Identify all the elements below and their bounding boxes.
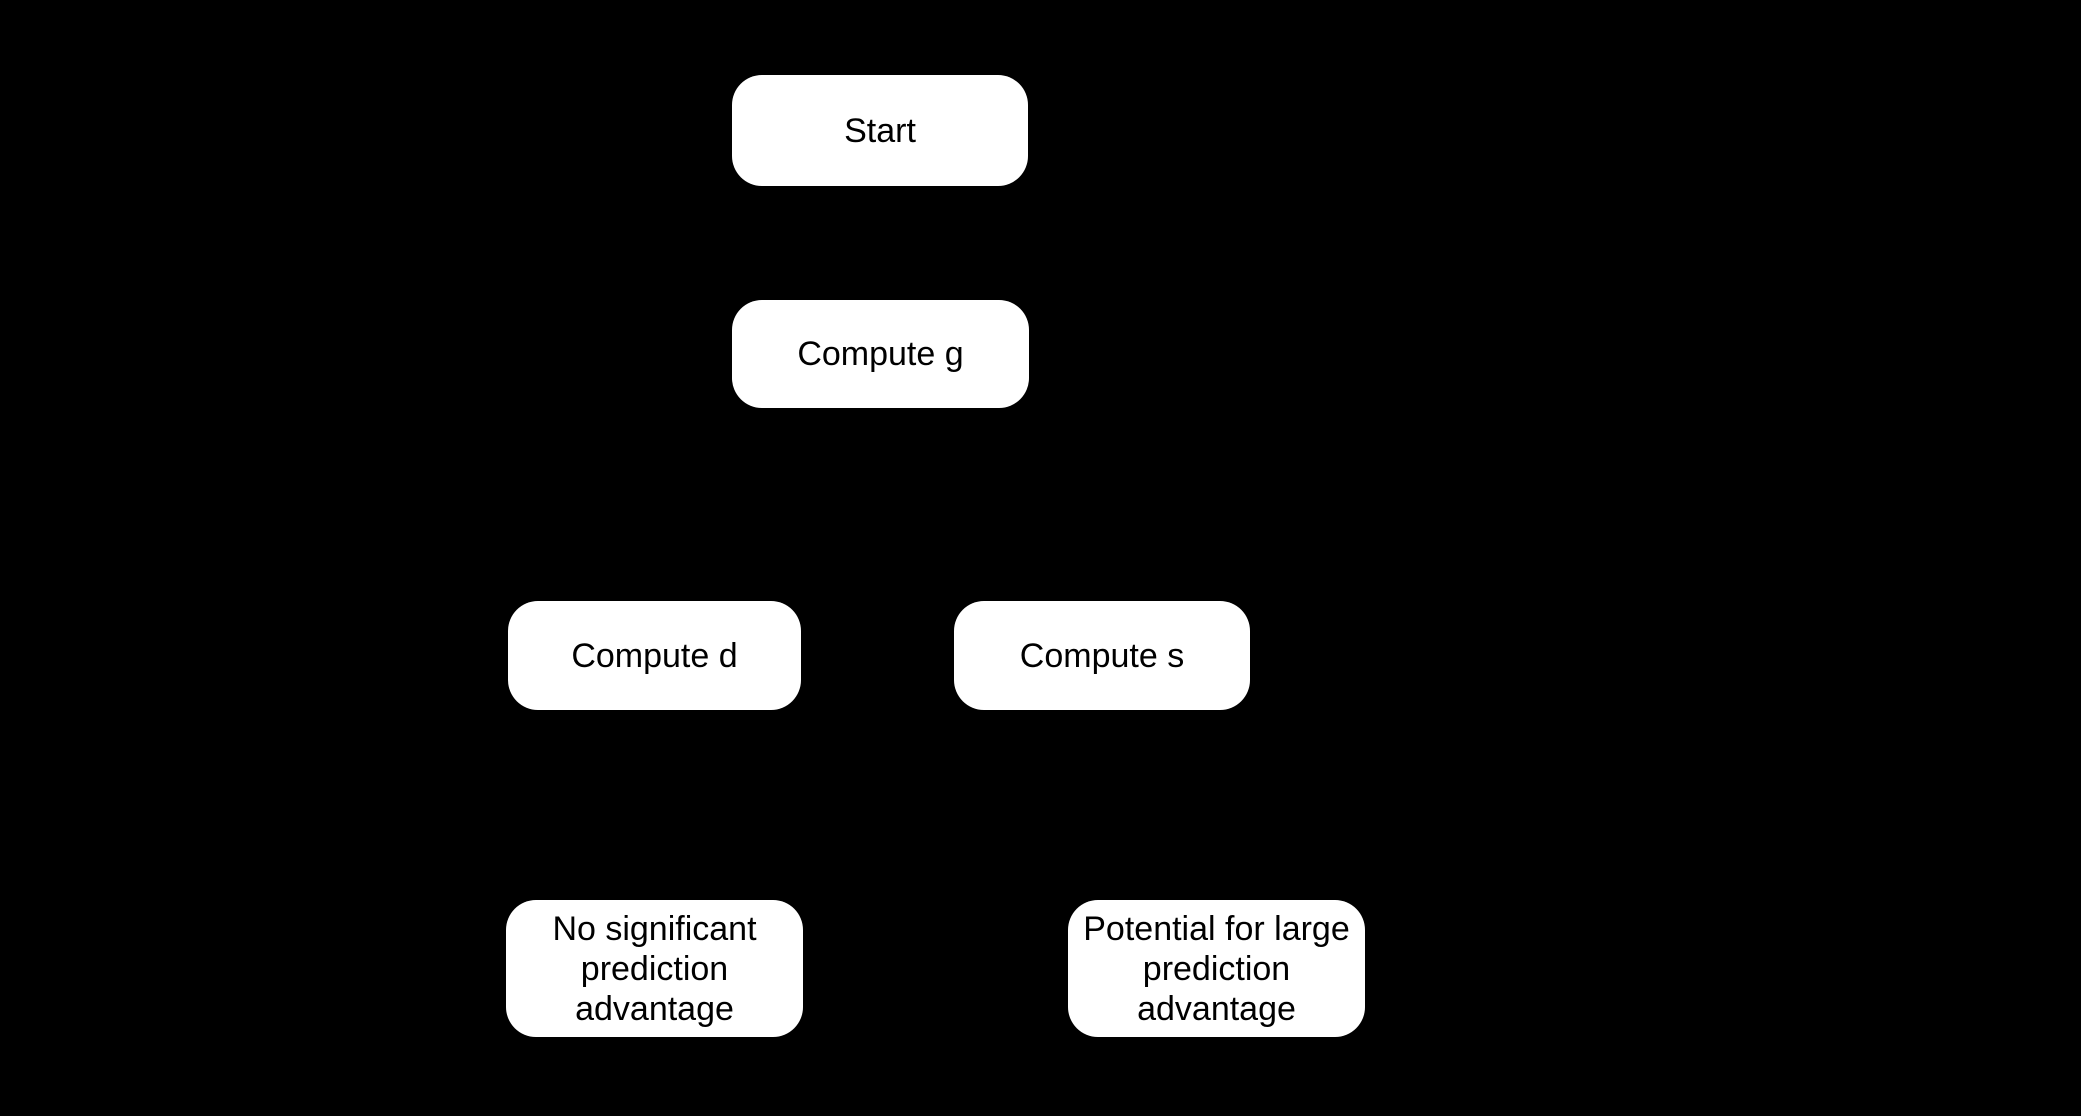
flowchart-node-potential-large-advantage: Potential for large prediction advantage <box>1068 900 1365 1037</box>
flowchart-node-compute-g: Compute g <box>732 300 1029 408</box>
flowchart-node-compute-s: Compute s <box>954 601 1250 710</box>
flowchart-node-start: Start <box>732 75 1028 186</box>
flowchart-node-no-significant-advantage: No significant prediction advantage <box>506 900 803 1037</box>
flowchart-node-compute-d: Compute d <box>508 601 801 710</box>
